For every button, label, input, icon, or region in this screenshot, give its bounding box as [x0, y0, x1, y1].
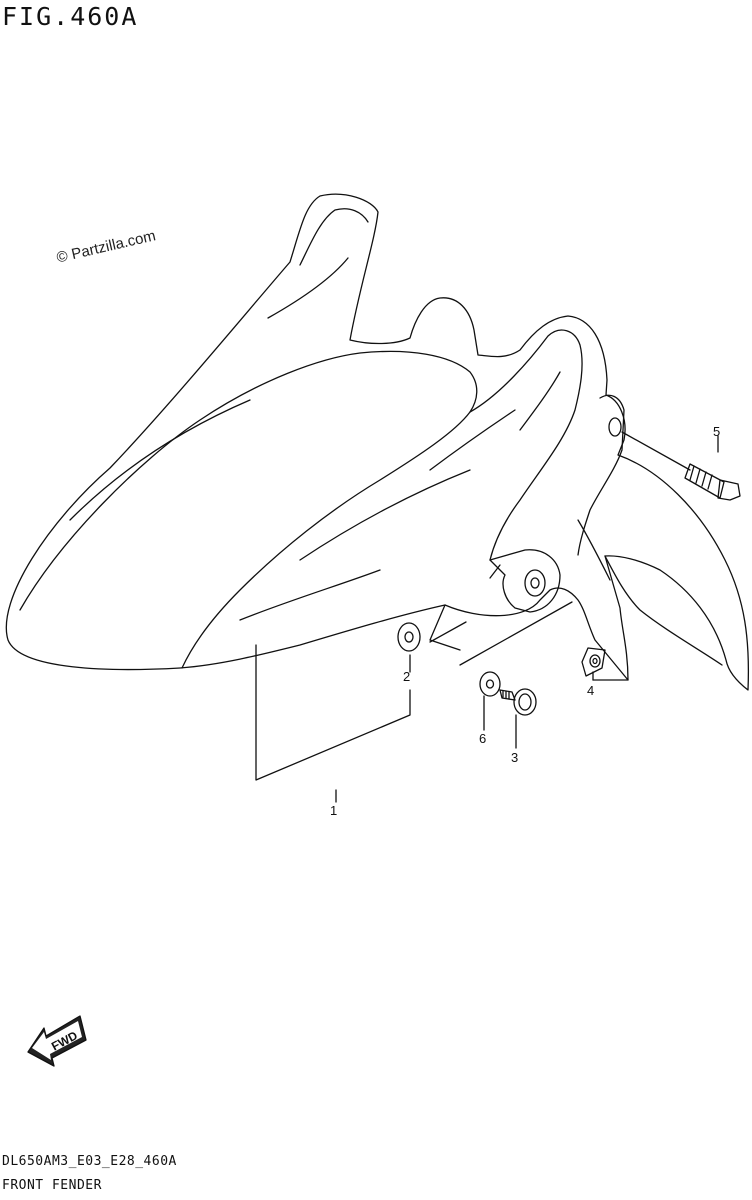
screw-part-3[interactable]: [499, 688, 537, 716]
callout-4: 4: [587, 683, 594, 698]
forward-direction-arrow: FWD: [27, 1015, 87, 1067]
diagram-code: DL650AM3_E03_E28_460A: [2, 1154, 177, 1169]
callout-2: 2: [403, 669, 410, 684]
bolt-part-5[interactable]: [684, 463, 741, 501]
nut-clip-part-4[interactable]: [581, 647, 606, 677]
callout-6: 6: [479, 731, 486, 746]
washer-part-6[interactable]: [479, 671, 501, 697]
callout-1: 1: [330, 803, 337, 818]
callout-3: 3: [511, 750, 518, 765]
front-fender-part[interactable]: [5, 193, 750, 691]
washer-part-2[interactable]: [397, 622, 421, 652]
leader-lines: [255, 431, 719, 803]
callout-5: 5: [713, 424, 720, 439]
section-name: FRONT FENDER: [2, 1178, 102, 1193]
figure-title: FIG.460A: [2, 2, 139, 31]
